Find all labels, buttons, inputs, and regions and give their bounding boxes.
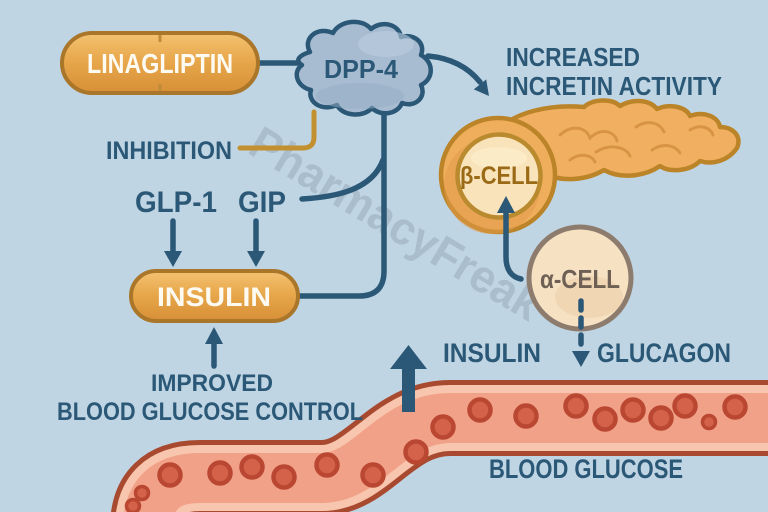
red-blood-cell [672, 393, 698, 419]
improved-line1: IMPROVED [151, 370, 273, 397]
red-blood-cell [648, 405, 674, 431]
vessel-lumen [124, 393, 768, 512]
blood-glucose-label: BLOOD GLUCOSE [489, 454, 683, 484]
glucagon-dashed-arrow [572, 298, 590, 367]
glp1-down-arrow [164, 218, 182, 267]
red-blood-cell [360, 462, 386, 488]
cloud-highlight [358, 31, 414, 57]
dpp4-cloud: DPP-4 [294, 19, 433, 117]
red-blood-cell-small [700, 413, 718, 431]
glucagon-label: GLUCAGON [597, 338, 731, 368]
alpha-cell: α-CELL [526, 224, 634, 332]
pill-shape [60, 31, 260, 95]
pancreas-texture [558, 121, 715, 164]
arrow-alpha-to-beta [497, 196, 524, 282]
connector-gip-dpp4 [299, 157, 386, 202]
arrow-down-icon [164, 251, 182, 267]
red-blood-cell-small [124, 497, 142, 512]
red-blood-cell-small [133, 484, 151, 502]
red-blood-cells [124, 393, 748, 512]
linagliptin-pill: LINAGLIPTIN [60, 31, 260, 95]
red-blood-cell [314, 452, 340, 478]
improved-up-arrow [205, 327, 223, 369]
red-blood-cell [403, 439, 429, 465]
red-blood-cell [467, 397, 493, 423]
dpp4-label: DPP-4 [324, 54, 399, 84]
beta-cell-highlight [471, 147, 527, 169]
red-blood-cell [271, 464, 297, 490]
pancreas: β-CELL [438, 98, 741, 235]
inhibition-label: INHIBITION [106, 137, 232, 165]
insulin-pill: INSULIN [129, 269, 300, 323]
curved-arrow-shaft [425, 53, 483, 85]
red-blood-cell [239, 454, 265, 480]
increased-incretin-line2: INCRETIN ACTIVITY [506, 71, 722, 101]
beta-cell-label: β-CELL [460, 162, 538, 190]
curved-arrow-head-icon [473, 79, 489, 96]
arrow-up-icon [497, 196, 515, 213]
cloud-shade [316, 83, 404, 109]
red-blood-cell [563, 393, 589, 419]
red-blood-cell [513, 403, 539, 429]
inhibition-connector [237, 109, 317, 151]
red-blood-cell [430, 414, 456, 440]
red-blood-cell [157, 462, 183, 488]
red-blood-cell [592, 406, 618, 432]
red-blood-cell [620, 397, 646, 423]
arrow-up-icon [205, 327, 223, 344]
gip-label: GIP [238, 186, 286, 219]
improved-line2: BLOOD GLUCOSE CONTROL [57, 398, 363, 426]
arrow-shaft [402, 365, 415, 412]
alpha-cell-label: α-CELL [540, 264, 620, 294]
linagliptin-label: LINAGLIPTIN [87, 48, 233, 79]
insulin-mid-label: INSULIN [443, 338, 541, 368]
insulin-pill-label: INSULIN [157, 282, 271, 312]
glp1-label: GLP-1 [135, 186, 217, 219]
arrow-down-icon [572, 351, 590, 367]
gip-down-arrow [247, 218, 265, 267]
insulin-up-arrow-large [390, 345, 427, 412]
arrow-shaft [503, 209, 524, 282]
pill-shape [129, 269, 300, 323]
arrow-down-icon [247, 251, 265, 267]
arrow-dpp4-to-pancreas [425, 53, 489, 96]
blood-vessel [111, 380, 768, 512]
red-blood-cell [207, 460, 233, 486]
connector-dpp4-insulin [297, 110, 387, 299]
increased-incretin-line1: INCREASED [506, 42, 640, 72]
arrow-up-icon [390, 345, 427, 369]
alpha-cell-shade [555, 276, 623, 318]
red-blood-cell [722, 394, 748, 420]
